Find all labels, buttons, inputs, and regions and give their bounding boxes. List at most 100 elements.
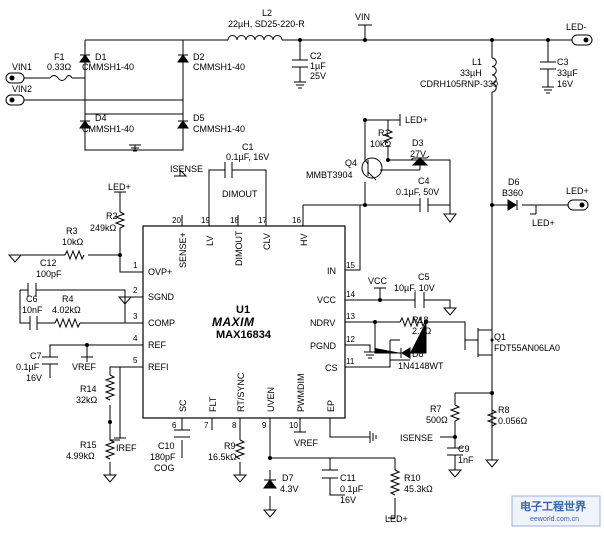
d8-value: 1N4148WT xyxy=(398,361,444,371)
q4-ref: Q4 xyxy=(345,158,357,168)
capacitor-c3-icon xyxy=(540,61,556,94)
pin-num-7: 7 xyxy=(204,421,209,430)
capacitor-c4-icon xyxy=(419,198,429,212)
pin-label-flt: FLT xyxy=(208,396,218,412)
r2-ref: R2 xyxy=(106,211,118,221)
ground-c5-icon xyxy=(442,307,458,316)
c11-value: 0.1µF xyxy=(340,484,364,494)
resistor-r7-icon xyxy=(449,404,461,425)
capacitor-c10-icon xyxy=(174,429,190,438)
r15-ref: R15 xyxy=(80,440,97,450)
ground-r3-icon xyxy=(7,254,23,263)
d5-ref: D5 xyxy=(193,113,205,123)
diode-d4-icon xyxy=(79,120,91,129)
net-label-led-plus-r2: LED+ xyxy=(108,182,131,192)
led-plus-r10-icon xyxy=(388,510,396,519)
r4-ref: R4 xyxy=(62,294,74,304)
c2-value: 1µF xyxy=(310,61,326,71)
c5-ref: C5 xyxy=(418,272,430,282)
net-label-iref: IREF xyxy=(116,443,137,453)
r9-value: 16.5kΩ xyxy=(208,452,237,462)
c2-rating: 25V xyxy=(310,71,326,81)
zener-d3-icon xyxy=(410,155,430,166)
pin-label-pwmdim: PWMDIM xyxy=(296,374,306,413)
d4-value: CMMSH1-40 xyxy=(82,124,134,134)
pin-label-hv: HV xyxy=(299,233,309,246)
ground-r15-icon xyxy=(102,474,118,483)
vin1-connector-icon[interactable] xyxy=(5,72,25,84)
capacitor-c5-icon xyxy=(414,292,425,308)
ground-pgnd-icon xyxy=(364,351,376,359)
resistor-r4-icon xyxy=(54,317,81,329)
ic-u1-body xyxy=(142,225,346,419)
l1-value: 33µH xyxy=(460,68,482,78)
net-label-vin: VIN xyxy=(355,12,370,22)
ic-brand-logo: MAXIM xyxy=(212,315,255,329)
d6-value: B360 xyxy=(502,188,523,198)
watermark-url: eeworld.com.cn xyxy=(530,516,579,523)
iref-tap-icon xyxy=(114,425,126,439)
resistor-r15-icon xyxy=(104,439,116,460)
r4-value: 4.02kΩ xyxy=(52,305,81,315)
led-plus-connector-icon[interactable] xyxy=(567,199,589,211)
d7-value: 4.3V xyxy=(280,484,299,494)
pin-label-sc: SC xyxy=(178,399,188,412)
pin-num-10: 10 xyxy=(289,421,298,430)
pin-label-sgnd: SGND xyxy=(148,292,175,302)
diode-d5-icon xyxy=(177,120,189,129)
pin-num-9: 9 xyxy=(262,421,267,430)
c2-ref: C2 xyxy=(310,51,322,61)
r2-value: 249kΩ xyxy=(90,223,117,233)
pin-label-clv: CLV xyxy=(262,233,272,250)
r7-ref: R7 xyxy=(430,404,442,414)
pin-label-refi: REFI xyxy=(148,362,169,372)
fuse-f1-icon xyxy=(49,75,73,81)
led-minus-connector-icon[interactable] xyxy=(571,34,593,46)
pin-num-2: 2 xyxy=(133,286,138,295)
ground-d7-icon xyxy=(262,509,278,518)
c7-rating: 16V xyxy=(26,373,42,383)
resistor-r14-icon xyxy=(104,374,116,401)
mosfet-q1-icon xyxy=(464,328,492,357)
l2-ref: L2 xyxy=(262,8,272,18)
pin-label-pgnd: PGND xyxy=(310,341,337,351)
d3-ref: D3 xyxy=(412,138,424,148)
c12-ref: C12 xyxy=(40,258,57,268)
zener-d7-icon xyxy=(263,479,277,489)
r14-ref: R14 xyxy=(80,384,97,394)
d6-ref: D6 xyxy=(508,177,520,187)
ground-ep-icon xyxy=(369,431,377,443)
f1-value: 0.33Ω xyxy=(47,62,72,72)
r18-ref: R18 xyxy=(412,315,429,325)
r10-value: 45.3kΩ xyxy=(404,484,433,494)
resistor-r3-icon xyxy=(64,249,85,261)
pin-label-sense: SENSE+ xyxy=(178,232,188,268)
c1-value: 0.1µF, 16V xyxy=(226,152,269,162)
r10-ref: R10 xyxy=(404,473,421,483)
transistor-q4-icon xyxy=(361,148,383,181)
c7-value: 0.1µF xyxy=(16,362,40,372)
resistor-r10-icon xyxy=(389,469,401,496)
net-label-led-plus-r1: LED+ xyxy=(405,115,428,125)
net-label-led-plus-r10: LED+ xyxy=(385,514,408,524)
ground-r8-icon xyxy=(484,459,500,468)
r9-ref: R9 xyxy=(224,441,236,451)
net-label-vref-pwmdim: VREF xyxy=(294,438,319,448)
wires xyxy=(15,39,576,510)
c1-ref: C1 xyxy=(242,142,254,152)
net-label-isense-top: ISENSE xyxy=(170,164,203,174)
diode-d2-icon xyxy=(177,54,189,63)
r3-value: 10kΩ xyxy=(62,237,84,247)
c3-value: 33µF xyxy=(557,68,578,78)
pin-label-in: IN xyxy=(327,266,336,276)
ic-ref: U1 xyxy=(236,304,250,316)
r18-value: 2.2Ω xyxy=(412,326,432,336)
vin2-connector-icon[interactable] xyxy=(5,94,25,106)
c5-value: 10µF, 10V xyxy=(394,283,435,293)
ic-part-number: MAX16834 xyxy=(216,329,272,341)
ic-pin-stubs xyxy=(130,215,358,430)
d4-ref: D4 xyxy=(95,113,107,123)
resistor-r18-icon xyxy=(399,316,426,328)
pin-num-11: 11 xyxy=(346,357,355,366)
